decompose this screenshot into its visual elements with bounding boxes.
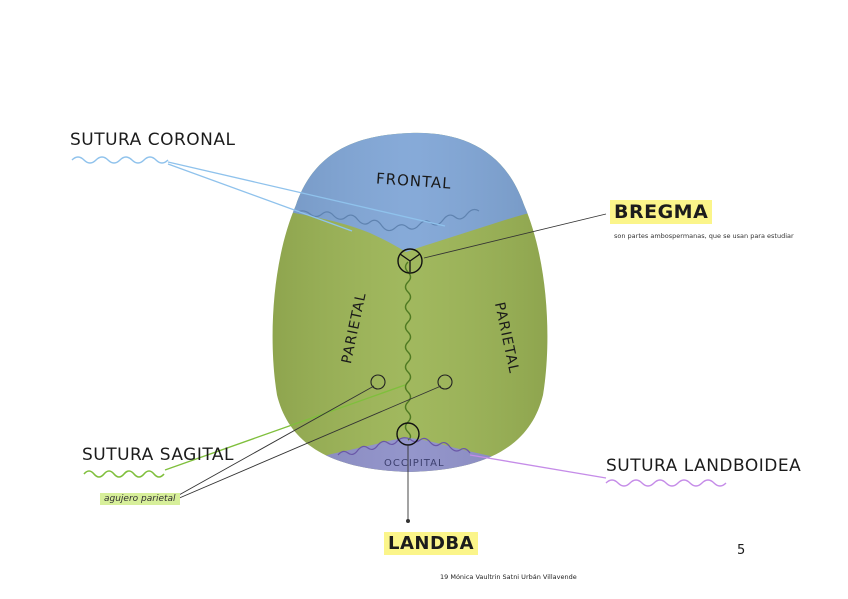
occipital-bone-label: OCCIPITAL	[384, 458, 445, 469]
sutura-sagital-label: SUTURA SAGITAL	[82, 445, 234, 465]
sutura-lambdoidea-label: SUTURA LANDBOIDEA	[606, 456, 801, 476]
coronal-underline	[72, 157, 168, 163]
bregma-label: BREGMA	[610, 200, 712, 224]
lambdoid-leader	[470, 455, 606, 478]
lambdoid-underline	[606, 480, 726, 486]
sagital-underline	[84, 471, 164, 477]
sutura-coronal-label: SUTURA CORONAL	[70, 130, 235, 150]
bregma-note: son partes ambospermanas, que se usan pa…	[614, 232, 794, 240]
lambda-label: LANDBA	[384, 532, 478, 555]
page-number: 5	[737, 543, 745, 558]
parietal-foramen-label: agujero parietal	[100, 493, 180, 505]
lambda-leader-dot	[406, 519, 410, 523]
footer-credit: 19 Mónica Vaultrin Satni Urbán Villavend…	[440, 573, 577, 581]
